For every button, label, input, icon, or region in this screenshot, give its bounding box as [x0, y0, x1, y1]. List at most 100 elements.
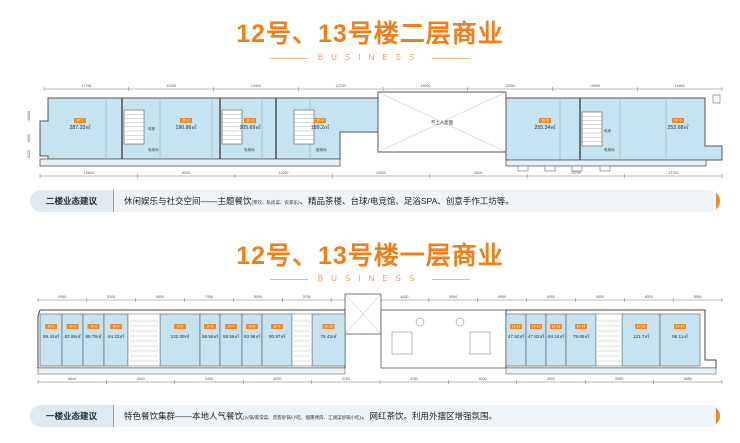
unit-number: 2F-5: [542, 119, 549, 123]
unit-number: 1F-7: [228, 325, 235, 329]
unit-number-badge: [539, 118, 551, 123]
dimension-label: 5000: [479, 377, 487, 381]
floor2-subtitle: BUSINESS: [317, 53, 423, 62]
dimension-label: 5000: [254, 295, 262, 299]
dimension-label: 17700: [668, 171, 678, 175]
floor1-advice-text: 特色餐饮集群——本地人气餐饮(火锅/家常菜、音客砂锅/小吃、烟熏烤肉、江湖菜砂锅…: [124, 405, 497, 427]
dimension-label: 4000: [273, 377, 281, 381]
advice-accent: [716, 405, 720, 427]
dimension-label: 6125: [27, 150, 31, 158]
dimension-label: 8000: [645, 295, 653, 299]
roof-label: 不上人屋面: [431, 119, 454, 126]
unit-space: [61, 313, 84, 367]
dimension-label: 10000: [376, 171, 386, 175]
dimension-label: 13250: [505, 84, 515, 88]
unit-number: 1F-15: [637, 325, 646, 329]
floor1-subtitle: BUSINESS: [317, 274, 423, 283]
unit-number: 1F-2: [69, 325, 76, 329]
room-label: 电梯间: [604, 147, 615, 152]
subtitle-rule-left: [270, 58, 308, 59]
floor1-plan-drawing: 5950510060007950500037503750400050005950…: [37, 293, 723, 384]
dimension-label: 6550: [684, 377, 692, 381]
unit-area: 47.82㎡: [528, 333, 544, 339]
unit-number-badge: [575, 324, 587, 329]
unit-space: [199, 313, 221, 367]
unit-area: 68.78㎡: [85, 333, 101, 339]
dimension-label: 5450: [205, 377, 213, 381]
unit-space: [159, 313, 201, 367]
unit-number: 1F-6: [207, 325, 214, 329]
advice-rest: 、精品茶楼、台球/电竞馆、足浴SPA、创意手作工坊等。: [299, 196, 514, 206]
unit-area: 189.2㎡: [311, 123, 330, 131]
unit-space: [659, 313, 701, 367]
floor2-advice-text: 休闲娱乐与社交空间——主题餐饮(茶饮、私房菜、农家乐)、精品茶楼、台球/电竞馆、…: [124, 190, 514, 212]
unit-number: 1F-12: [532, 325, 541, 329]
dimension-label: 17796: [81, 84, 91, 88]
floor1-plan: 5950510060007950500037503750400050005950…: [0, 292, 740, 404]
room-label: 电梯间: [244, 147, 255, 152]
room-label: 楼梯间: [316, 147, 327, 152]
advice-main: 特色餐饮集群——本地人气餐饮: [124, 411, 244, 421]
unit-area: 79.65㎡: [573, 333, 589, 339]
unit-number-badge: [246, 324, 258, 329]
unit-area: 47.82㎡: [508, 333, 524, 339]
unit-number: 1F-10: [324, 325, 333, 329]
unit-number-badge: [87, 324, 100, 329]
unit-number-badge: [74, 118, 86, 123]
unit-space: [241, 313, 263, 367]
floor1-advice-bar: 一楼业态建议 特色餐饮集群——本地人气餐饮(火锅/家常菜、音客砂锅/小吃、烟熏烤…: [30, 405, 720, 427]
subtitle-rule-left: [270, 279, 308, 280]
unit-number-badge: [530, 324, 542, 329]
dimension-label: 3750: [410, 377, 418, 381]
unit-number-badge: [204, 324, 216, 329]
unit-area: 80.97㎡: [269, 333, 285, 339]
dimension-label: 14800: [675, 84, 685, 88]
dimension-label: 15600: [27, 111, 31, 121]
advice-small: (火锅/家常菜、音客砂锅/小吃、烟熏烤肉、江湖菜砂锅小吃): [243, 415, 362, 420]
unit-number: 1F-11: [512, 325, 520, 329]
unit-area: 255.34㎡: [534, 123, 556, 131]
stair-core: [127, 313, 161, 367]
unit-number-badge: [672, 118, 684, 123]
unit-number: 1F-3: [90, 325, 97, 329]
stair-core: [291, 313, 313, 367]
dimension-label: 5950: [58, 295, 66, 299]
dimension-label: 6400: [474, 171, 482, 175]
room-label: 电梯: [148, 126, 155, 131]
unit-number: 1F-8: [249, 325, 256, 329]
unit-area: 84.33㎡: [108, 333, 124, 339]
dimension-label: 13400: [251, 84, 261, 88]
dimension-label: 6550: [694, 295, 702, 299]
advice-accent: [716, 190, 720, 212]
room-label: 电梯间: [148, 147, 159, 152]
unit-number: 2F-1: [77, 119, 84, 123]
unit-area: 98.11㎡: [672, 333, 688, 339]
unit-space: [621, 313, 661, 367]
dimension-label: 4000: [400, 295, 408, 299]
unit-number: 2F-4: [317, 119, 324, 123]
unit-space: [311, 313, 346, 367]
unit-space: [525, 313, 547, 367]
dimension-label: 6649: [68, 377, 76, 381]
unit-number: 1F-1: [48, 325, 55, 329]
unit-number: 1F-4: [113, 325, 120, 329]
unit-number-badge: [45, 324, 57, 329]
floor1-title: 12号、13号楼一层商业: [236, 242, 504, 270]
unit-number-badge: [110, 324, 122, 329]
unit-number-badge: [244, 118, 256, 123]
dimension-label: 5900: [615, 377, 623, 381]
dimension-label: 3750: [342, 377, 350, 381]
dimension-label: 5950: [498, 295, 506, 299]
unit-space: [103, 313, 129, 367]
unit-number-badge: [174, 324, 186, 329]
floor2-advice-tag: 二楼业态建议: [30, 190, 114, 212]
unit-number: 1F-14: [577, 325, 586, 329]
unit-space: [39, 313, 63, 367]
unit-number: 1F-13: [552, 325, 561, 329]
advice-main: 休闲娱乐与社交空间——主题餐饮: [124, 196, 252, 206]
dimension-label: 7950: [205, 295, 213, 299]
subtitle-rule-right: [432, 279, 470, 280]
unit-area: 64.24㎡: [548, 333, 564, 339]
